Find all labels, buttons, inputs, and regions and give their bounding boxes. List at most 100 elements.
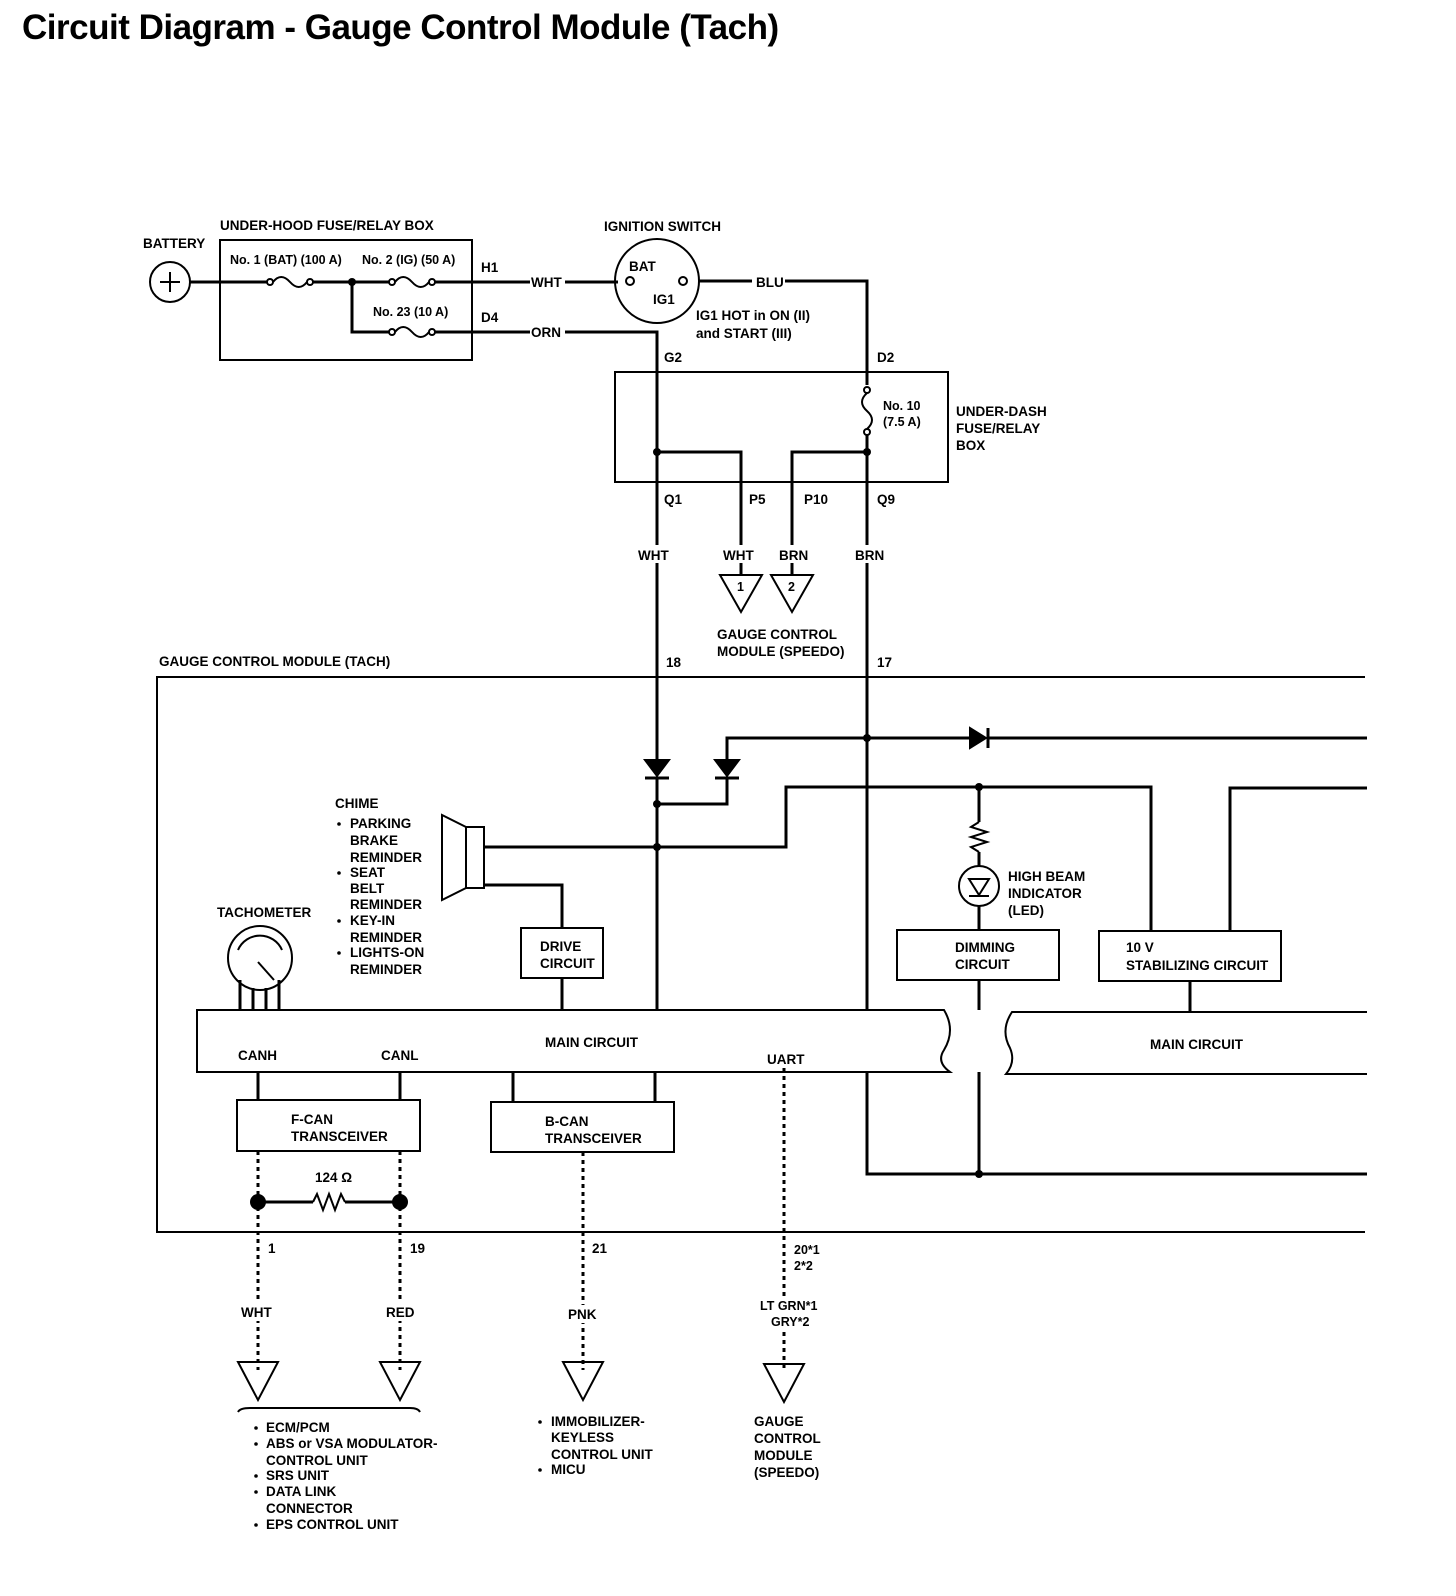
bcan-label-1: B-CAN	[545, 1114, 589, 1129]
q9-wire-color: BRN	[855, 548, 884, 563]
main-circuit-label-left: MAIN CIRCUIT	[545, 1035, 639, 1050]
dest1-item: SRS UNIT	[266, 1468, 330, 1483]
fuse-2-symbol	[388, 276, 436, 288]
fuse-10-label-1: No. 10	[883, 399, 921, 413]
main-circuit-label-right: MAIN CIRCUIT	[1150, 1037, 1244, 1052]
gcm-speedo-label-2: MODULE (SPEEDO)	[717, 644, 845, 659]
fcan-transceiver-box	[236, 1099, 421, 1152]
underdash-label-1: UNDER-DASH	[956, 404, 1047, 419]
q1-label: Q1	[664, 492, 683, 507]
dimming-circuit-label-2: CIRCUIT	[955, 957, 1010, 972]
underdash-label-2: FUSE/RELAY	[956, 421, 1040, 436]
dest3-item: (SPEEDO)	[754, 1465, 819, 1480]
dest1-item: CONNECTOR	[266, 1501, 353, 1516]
dimming-circuit-label-1: DIMMING	[955, 940, 1015, 955]
p10-label: P10	[804, 492, 828, 507]
uart-wire-color-1: LT GRN*1	[760, 1299, 817, 1313]
battery-symbol	[149, 261, 191, 303]
ig1-hot-note-2: and START (III)	[696, 326, 792, 341]
chime-item: REMINDER	[350, 850, 422, 865]
high-beam-label-3: (LED)	[1008, 903, 1044, 918]
fuse-2-label: No. 2 (IG) (50 A)	[362, 253, 455, 267]
stabilizing-circuit-box	[1098, 930, 1282, 982]
fuse-10-label-2: (7.5 A)	[883, 415, 921, 429]
dest2-item: CONTROL UNIT	[551, 1447, 653, 1462]
canh-label: CANH	[238, 1048, 277, 1063]
uart-wire-color-2: GRY*2	[771, 1315, 809, 1329]
dest2-item: IMMOBILIZER-	[551, 1414, 645, 1429]
gcm-tach-boundary	[156, 676, 1365, 1233]
fcan-label-2: TRANSCEIVER	[291, 1129, 388, 1144]
ig1-terminal-label: IG1	[653, 292, 675, 307]
chime-item: REMINDER	[350, 897, 422, 912]
connector-2-triangle	[769, 574, 815, 615]
dest3-item: GAUGE	[754, 1414, 804, 1429]
dest2-item: KEYLESS	[551, 1430, 614, 1445]
can-h-wire-color: WHT	[241, 1305, 272, 1320]
underhood-fuse-box	[219, 239, 473, 361]
high-beam-led-icon	[958, 865, 1000, 907]
connector-1-triangle	[718, 574, 764, 615]
resistor-label: 124 Ω	[315, 1170, 352, 1185]
pin-19-label: 19	[410, 1241, 425, 1256]
p5-wire-color: WHT	[723, 548, 754, 563]
pin-18-label: 18	[666, 655, 682, 670]
dest3-item: CONTROL	[754, 1431, 821, 1446]
q1-wire-color: WHT	[638, 548, 669, 563]
high-beam-label-2: INDICATOR	[1008, 886, 1082, 901]
can-l-connector-triangle	[378, 1361, 422, 1403]
dest2-item: MICU	[551, 1462, 586, 1477]
dest1-item: CONTROL UNIT	[266, 1453, 368, 1468]
drive-circuit-label-2: CIRCUIT	[540, 956, 595, 971]
underhood-box-label: UNDER-HOOD FUSE/RELAY BOX	[220, 218, 434, 233]
fcan-label-1: F-CAN	[291, 1112, 333, 1127]
chime-item: REMINDER	[350, 962, 422, 977]
orn-wire-label: ORN	[531, 325, 561, 340]
diode-18	[643, 759, 671, 778]
pin-20-label: 20*1	[794, 1243, 820, 1257]
chime-item: PARKING	[350, 816, 411, 831]
p10-wire-color: BRN	[779, 548, 808, 563]
fuse-1-label: No. 1 (BAT) (100 A)	[230, 253, 342, 267]
diode-17	[713, 759, 741, 778]
uart-connector-triangle	[762, 1363, 806, 1405]
chime-label: CHIME	[335, 796, 379, 811]
diode-right	[969, 726, 988, 750]
dest1-item: EPS CONTROL UNIT	[266, 1517, 399, 1532]
dest1-bullets	[254, 1426, 258, 1527]
chime-item: SEAT	[350, 865, 386, 880]
q9-label: Q9	[877, 492, 895, 507]
can-h-connector-triangle	[236, 1361, 280, 1403]
page-title: Circuit Diagram - Gauge Control Module (…	[22, 8, 779, 47]
dimming-circuit-box	[896, 929, 1060, 981]
g2-label: G2	[664, 350, 682, 365]
high-beam-resistor	[967, 821, 991, 853]
stabilizing-label-2: STABILIZING CIRCUIT	[1126, 958, 1269, 973]
bcan-label-2: TRANSCEIVER	[545, 1131, 642, 1146]
tachometer-label: TACHOMETER	[217, 905, 311, 920]
uart-label: UART	[767, 1052, 805, 1067]
blu-wire-label: BLU	[756, 275, 784, 290]
can-terminator-resistor	[312, 1191, 346, 1213]
canl-label: CANL	[381, 1048, 419, 1063]
main-circuit-right	[1003, 1011, 1367, 1075]
connector-2-label: 2	[788, 580, 795, 594]
dest1-item: DATA LINK	[266, 1484, 336, 1499]
wht-wire-label: WHT	[531, 275, 562, 290]
bat-terminal-label: BAT	[629, 259, 656, 274]
gcm-tach-label: GAUGE CONTROL MODULE (TACH)	[159, 654, 390, 669]
main-circuit-left	[196, 1009, 954, 1073]
gcm-speedo-label-1: GAUGE CONTROL	[717, 627, 837, 642]
speaker-icon	[441, 813, 485, 902]
high-beam-label-1: HIGH BEAM	[1008, 869, 1085, 884]
ignition-switch-label: IGNITION SWITCH	[604, 219, 721, 234]
ig1-hot-note-1: IG1 HOT in ON (II)	[696, 308, 810, 323]
pin-17-label: 17	[877, 655, 892, 670]
underdash-label-3: BOX	[956, 438, 985, 453]
pin-2-label: 2*2	[794, 1259, 813, 1273]
chime-item: BRAKE	[350, 833, 398, 848]
dest3-item: MODULE	[754, 1448, 813, 1463]
dest1-item: ABS or VSA MODULATOR-	[266, 1436, 438, 1451]
tachometer-gauge-icon	[227, 925, 293, 1010]
